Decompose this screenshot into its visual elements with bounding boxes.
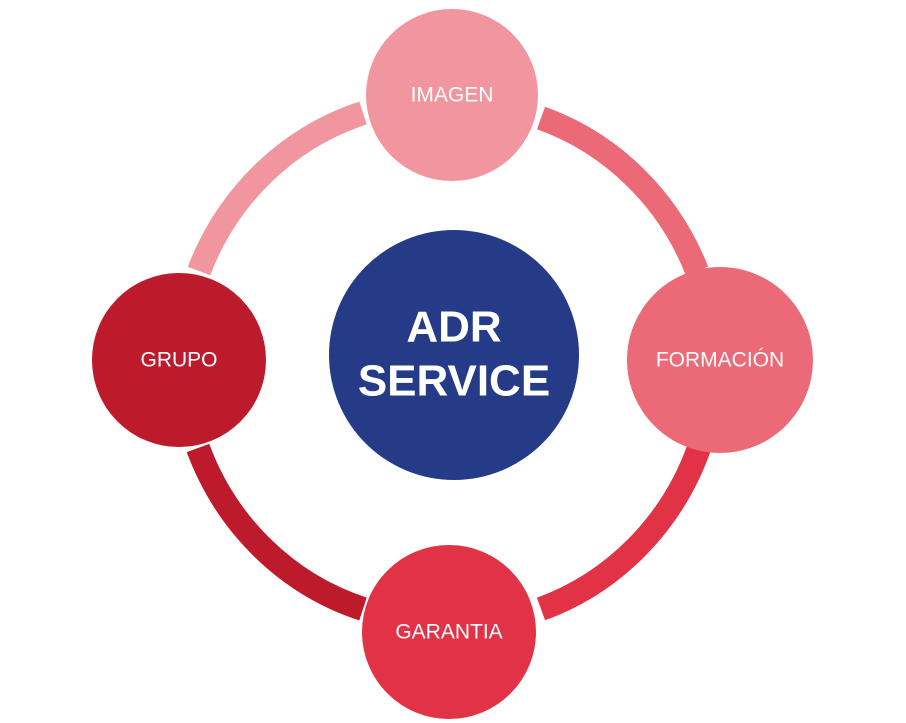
center-circle: [329, 230, 579, 480]
ring-arcs: [186, 101, 711, 621]
node-garantia: GARANTIA: [362, 545, 536, 719]
node-formacion-circle: [627, 267, 813, 453]
node-garantia-label: GARANTIA: [395, 621, 502, 644]
arc-formacion-garantia: [536, 443, 711, 621]
arc-garantia-grupo: [186, 443, 367, 621]
arc-imagen-formacion: [536, 106, 709, 276]
node-formacion-label: FORMACIÓN: [656, 349, 784, 372]
node-imagen-label: IMAGEN: [411, 84, 494, 107]
node-imagen: IMAGEN: [366, 9, 538, 181]
center-label-line1: ADR: [406, 303, 501, 352]
node-grupo-circle: [92, 273, 266, 447]
center-label-line2: SERVICE: [358, 357, 550, 406]
center-node: ADR SERVICE: [329, 230, 579, 480]
node-grupo-label: GRUPO: [140, 349, 217, 372]
node-formacion: FORMACIÓN: [627, 267, 813, 453]
arc-grupo-imagen: [187, 101, 367, 276]
node-garantia-circle: [362, 545, 536, 719]
node-grupo: GRUPO: [92, 273, 266, 447]
node-imagen-circle: [366, 9, 538, 181]
